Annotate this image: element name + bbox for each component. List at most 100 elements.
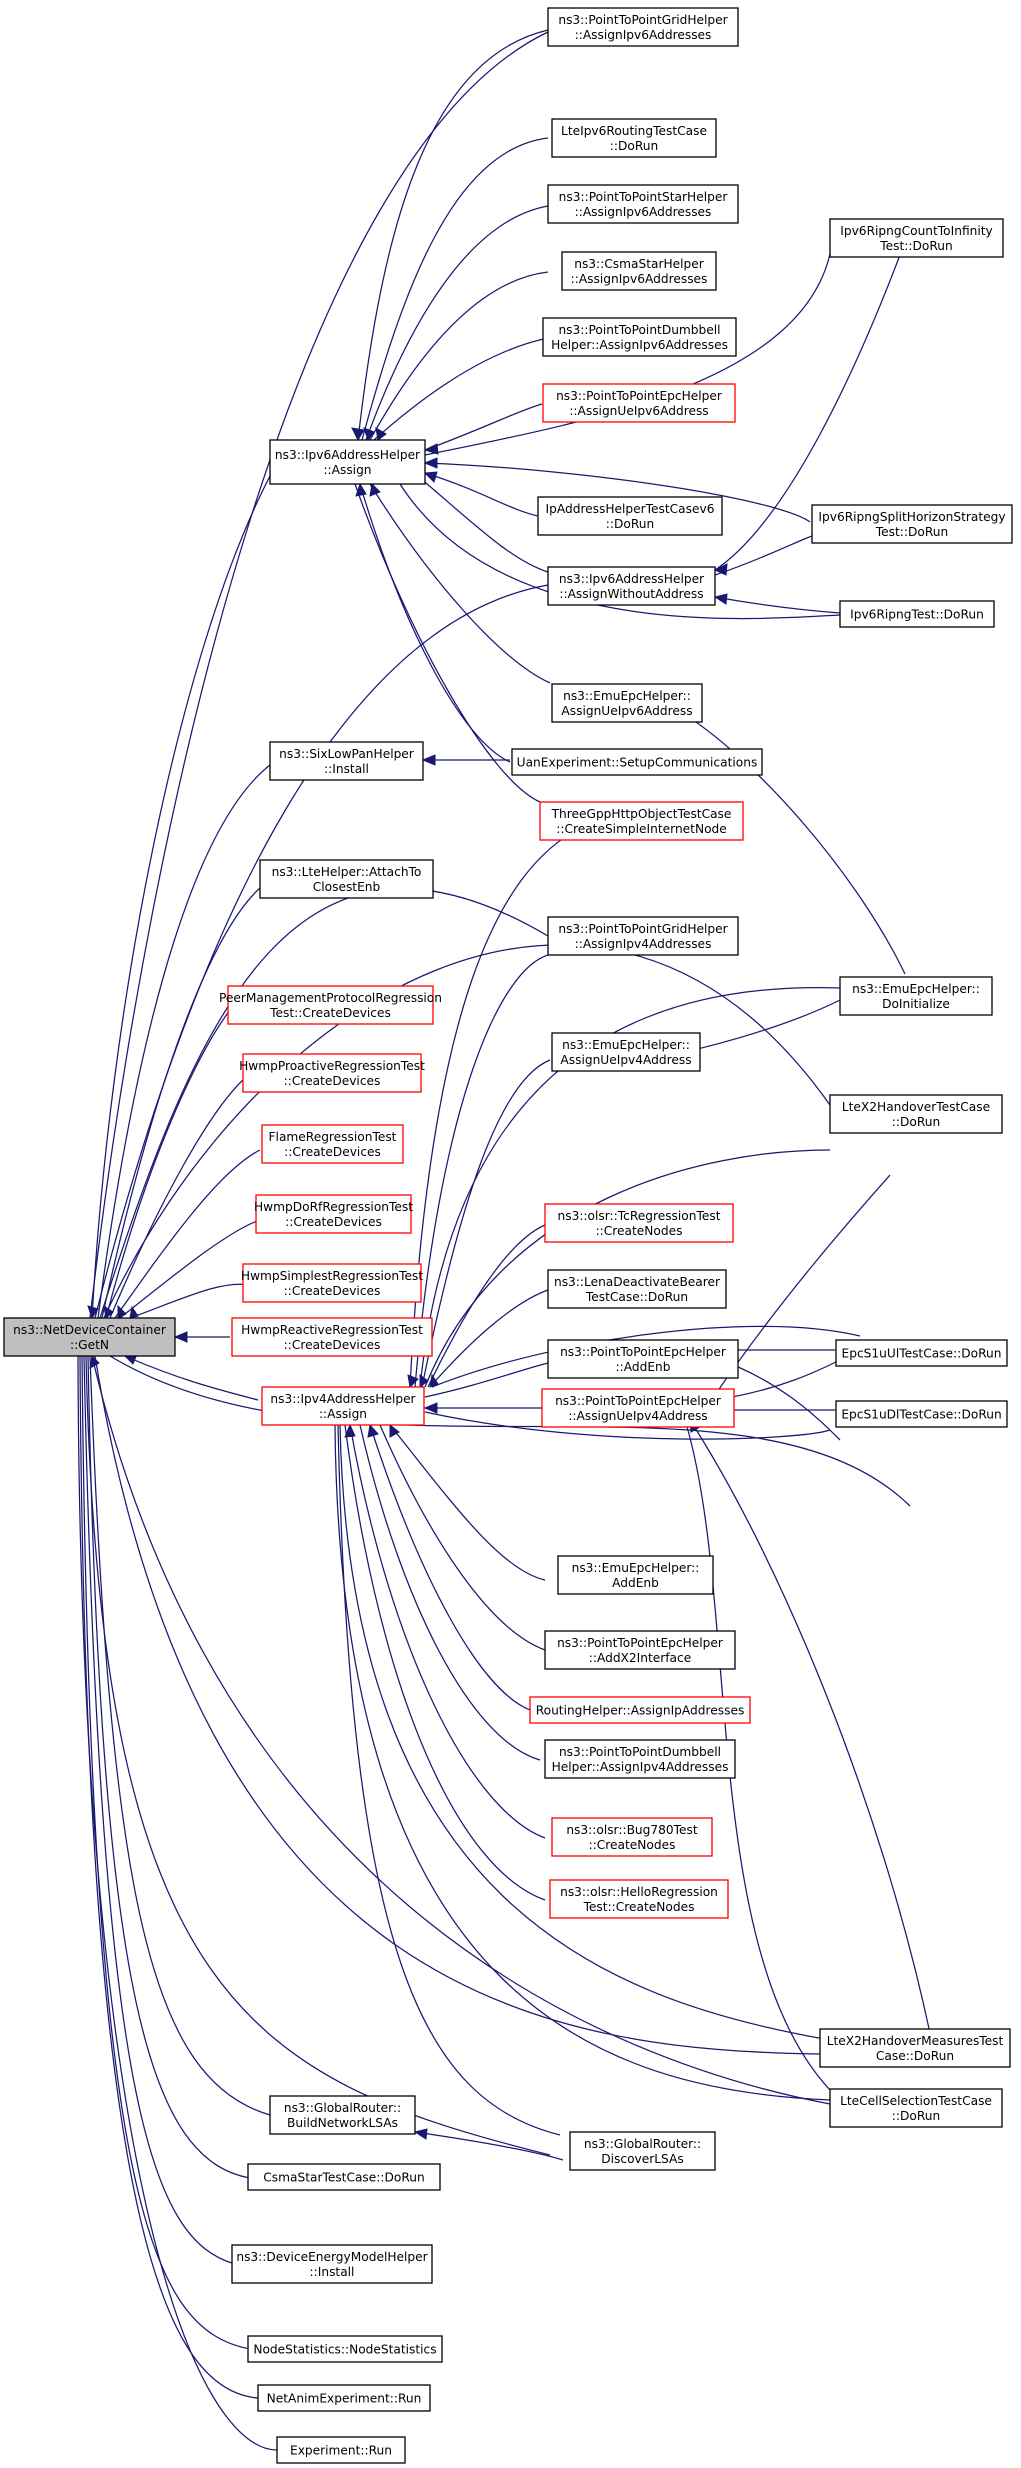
node-box[interactable] [835, 1400, 1008, 1428]
node-threegpp[interactable]: ThreeGppHttpObjectTestCase::CreateSimple… [539, 801, 744, 841]
node-box[interactable] [544, 1203, 734, 1243]
node-ripngtest[interactable]: Ipv6RipngTest::DoRun [839, 600, 995, 628]
node-globaldiscover[interactable]: ns3::GlobalRouter::DiscoverLSAs [569, 2131, 716, 2171]
node-box[interactable] [3, 1317, 176, 1357]
node-box[interactable] [551, 683, 703, 723]
node-epcul[interactable]: EpcS1uUlTestCase::DoRun [835, 1339, 1008, 1367]
node-box[interactable] [544, 1739, 736, 1779]
node-p2pdumbbell6[interactable]: ns3::PointToPointDumbbellHelper::AssignI… [542, 317, 737, 357]
node-box[interactable] [269, 439, 426, 485]
node-box[interactable] [547, 184, 739, 224]
node-box[interactable] [551, 1817, 713, 1857]
node-box[interactable] [547, 566, 716, 606]
node-box[interactable] [255, 1194, 412, 1234]
node-epcdl[interactable]: EpcS1uDlTestCase::DoRun [835, 1400, 1008, 1428]
node-hwmpsimplest[interactable]: HwmpSimplestRegressionTest::CreateDevice… [241, 1263, 423, 1303]
node-box[interactable] [541, 1388, 735, 1428]
node-ipv6assign[interactable]: ns3::Ipv6AddressHelper::Assign [269, 439, 426, 485]
node-p2pdumbbell4[interactable]: ns3::PointToPointDumbbellHelper::AssignI… [544, 1739, 736, 1779]
node-box[interactable] [811, 504, 1013, 544]
node-box[interactable] [537, 496, 723, 536]
node-box[interactable] [542, 317, 737, 357]
node-globalbuild[interactable]: ns3::GlobalRouter::BuildNetworkLSAs [269, 2095, 416, 2135]
node-assignwithout[interactable]: ns3::Ipv6AddressHelper::AssignWithoutAdd… [547, 566, 716, 606]
node-lteipv6[interactable]: LteIpv6RoutingTestCase::DoRun [551, 118, 717, 158]
node-csmastar6[interactable]: ns3::CsmaStarHelper::AssignIpv6Addresses [561, 251, 717, 291]
node-box[interactable] [276, 2436, 406, 2464]
node-box[interactable] [551, 1032, 701, 1072]
node-experiment[interactable]: Experiment::Run [276, 2436, 406, 2464]
node-uansetup[interactable]: UanExperiment::SetupCommunications [511, 748, 763, 776]
node-box[interactable] [511, 748, 763, 776]
node-p2pgrid4[interactable]: ns3::PointToPointGridHelper::AssignIpv4A… [547, 916, 739, 956]
node-box[interactable] [829, 218, 1004, 258]
node-emuaddenb[interactable]: ns3::EmuEpcHelper::AddEnb [557, 1555, 714, 1595]
node-emuinit[interactable]: ns3::EmuEpcHelper::DoInitialize [839, 976, 993, 1016]
node-flame[interactable]: FlameRegressionTest::CreateDevices [261, 1124, 404, 1164]
node-deviceenergy[interactable]: ns3::DeviceEnergyModelHelper::Install [231, 2244, 433, 2284]
node-p2pepcue4[interactable]: ns3::PointToPointEpcHelper::AssignUeIpv4… [541, 1388, 735, 1428]
node-p2pgrid6[interactable]: ns3::PointToPointGridHelper::AssignIpv6A… [547, 7, 739, 47]
node-p2pepcx2[interactable]: ns3::PointToPointEpcHelper::AddX2Interfa… [544, 1630, 736, 1670]
node-box[interactable] [551, 118, 717, 158]
node-ipaddrtest6[interactable]: IpAddressHelperTestCasev6::DoRun [537, 496, 723, 536]
node-nodestats[interactable]: NodeStatistics::NodeStatistics [247, 2335, 443, 2363]
node-box[interactable] [819, 2028, 1011, 2068]
node-peermgmt[interactable]: PeerManagementProtocolRegressionTest::Cr… [219, 985, 442, 1025]
node-box[interactable] [547, 916, 739, 956]
node-box[interactable] [547, 7, 739, 47]
node-box[interactable] [557, 1555, 714, 1595]
node-netanim[interactable]: NetAnimExperiment::Run [257, 2384, 431, 2412]
node-box[interactable] [839, 976, 993, 1016]
node-box[interactable] [839, 600, 995, 628]
node-p2pepcue6[interactable]: ns3::PointToPointEpcHelper::AssignUeIpv6… [542, 383, 736, 423]
node-olsrhello[interactable]: ns3::olsr::HelloRegressionTest::CreateNo… [549, 1879, 729, 1919]
node-box[interactable] [227, 985, 434, 1025]
node-hwmpproactive[interactable]: HwmpProactiveRegressionTest::CreateDevic… [239, 1053, 425, 1093]
node-emuue6[interactable]: ns3::EmuEpcHelper::AssignUeIpv6Address [551, 683, 703, 723]
node-box[interactable] [544, 1630, 736, 1670]
node-box[interactable] [247, 2163, 441, 2191]
node-box[interactable] [247, 2335, 443, 2363]
node-box[interactable] [547, 1339, 739, 1379]
node-box[interactable] [257, 2384, 431, 2412]
node-box[interactable] [231, 2244, 433, 2284]
node-box[interactable] [529, 1696, 751, 1724]
node-ltex2[interactable]: LteX2HandoverTestCase::DoRun [829, 1094, 1003, 1134]
node-sixlowpan[interactable]: ns3::SixLowPanHelper::Install [269, 741, 424, 781]
node-olsrbug780[interactable]: ns3::olsr::Bug780Test::CreateNodes [551, 1817, 713, 1857]
node-emuue4[interactable]: ns3::EmuEpcHelper::AssignUeIpv4Address [551, 1032, 701, 1072]
node-olsrtc[interactable]: ns3::olsr::TcRegressionTest::CreateNodes [544, 1203, 734, 1243]
node-box[interactable] [549, 1879, 729, 1919]
node-hwmpreactive[interactable]: HwmpReactiveRegressionTest::CreateDevice… [231, 1317, 433, 1357]
node-box[interactable] [231, 1317, 433, 1357]
node-p2pstar6[interactable]: ns3::PointToPointStarHelper::AssignIpv6A… [547, 184, 739, 224]
node-box[interactable] [539, 801, 744, 841]
node-box[interactable] [829, 1094, 1003, 1134]
node-hwmpdorf[interactable]: HwmpDoRfRegressionTest::CreateDevices [254, 1194, 413, 1234]
node-root[interactable]: ns3::NetDeviceContainer::GetN [3, 1317, 176, 1357]
node-box[interactable] [829, 2088, 1003, 2128]
node-box[interactable] [259, 859, 434, 899]
node-csmastartest[interactable]: CsmaStarTestCase::DoRun [247, 2163, 441, 2191]
node-box[interactable] [561, 251, 717, 291]
node-box[interactable] [261, 1386, 425, 1426]
node-box[interactable] [542, 383, 736, 423]
node-box[interactable] [269, 2095, 416, 2135]
node-p2pepcaddenb[interactable]: ns3::PointToPointEpcHelper::AddEnb [547, 1339, 739, 1379]
node-box[interactable] [547, 1269, 727, 1309]
node-routinghelper[interactable]: RoutingHelper::AssignIpAddresses [529, 1696, 751, 1724]
node-box[interactable] [269, 741, 424, 781]
node-box[interactable] [569, 2131, 716, 2171]
node-box[interactable] [242, 1263, 422, 1303]
node-box[interactable] [242, 1053, 422, 1093]
node-box[interactable] [835, 1339, 1008, 1367]
node-ipv4assign[interactable]: ns3::Ipv4AddressHelper::Assign [261, 1386, 425, 1426]
node-ltecellsel[interactable]: LteCellSelectionTestCase::DoRun [829, 2088, 1003, 2128]
node-box[interactable] [261, 1124, 404, 1164]
